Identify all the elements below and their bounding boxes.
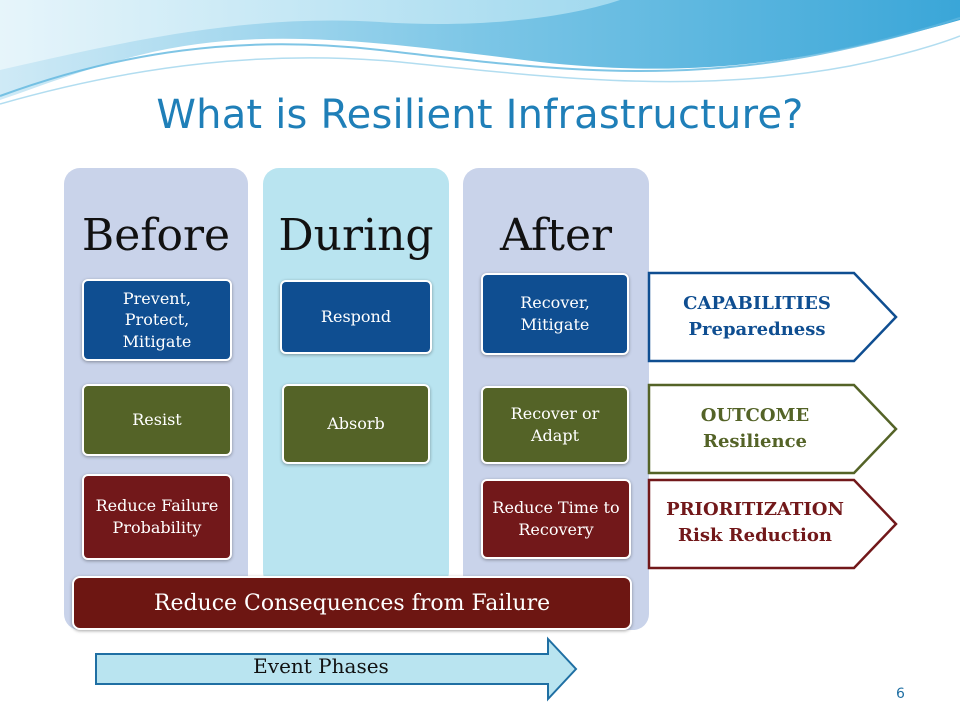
phase-heading-before: Before — [81, 210, 231, 261]
outcome-arrow-shape — [647, 383, 898, 475]
box-respond: Respond — [280, 280, 432, 354]
reduce-consequences-bar: Reduce Consequences from Failure — [72, 576, 632, 630]
capabilities-arrow-shape — [647, 271, 898, 363]
box-resist: Resist — [82, 384, 232, 456]
capabilities-label: CAPABILITIES — [683, 293, 831, 314]
slide-title: What is Resilient Infrastructure? — [156, 92, 804, 138]
risk-reduction-label: Risk Reduction — [678, 525, 832, 547]
page-number: 6 — [896, 686, 905, 702]
prioritization-arrow-shape — [647, 478, 898, 570]
event-phases-arrow-shape — [95, 636, 578, 702]
box-recover-mitigate: Recover, Mitigate — [481, 273, 629, 355]
box-absorb: Absorb — [282, 384, 430, 464]
phase-heading-after: After — [499, 210, 613, 261]
prioritization-arrow-label: PRIORITIZATION Risk Reduction — [650, 497, 860, 549]
wave-header-decoration — [0, 0, 960, 105]
resilience-label: Resilience — [702, 431, 807, 453]
box-reduce-failure-probability: Reduce Failure Probability — [82, 474, 232, 560]
phase-heading-during: During — [278, 210, 434, 261]
phase-column-during: During — [263, 168, 449, 588]
outcome-arrow-label: OUTCOME Resilience — [650, 403, 860, 455]
preparedness-label: Preparedness — [688, 319, 826, 341]
box-prevent-protect-mitigate: Prevent, Protect, Mitigate — [82, 279, 232, 361]
prioritization-label: PRIORITIZATION — [666, 499, 844, 520]
box-reduce-time-to-recovery: Reduce Time to Recovery — [481, 479, 631, 559]
outcome-label: OUTCOME — [700, 405, 810, 426]
box-recover-or-adapt: Recover or Adapt — [481, 386, 629, 464]
capabilities-arrow-label: CAPABILITIES Preparedness — [652, 291, 862, 343]
event-phases-label: Event Phases — [253, 654, 389, 678]
